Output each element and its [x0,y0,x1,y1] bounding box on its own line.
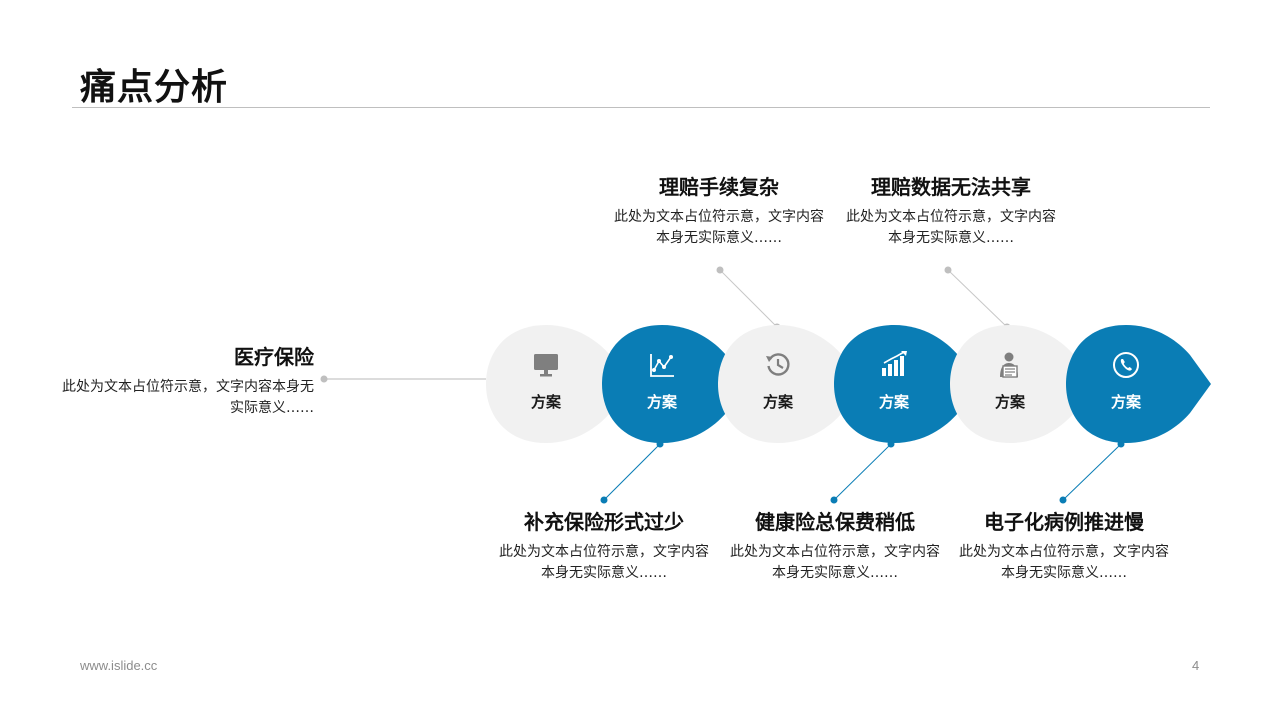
step-label: 方案 [994,393,1025,411]
top-item-heading: 理赔手续复杂 [659,175,779,199]
footer-url[interactable]: www.islide.cc [80,658,158,673]
step-label: 方案 [1110,393,1141,411]
left-item-heading: 医疗保险 [234,345,314,369]
bar-chart-icon [882,351,907,376]
step-2: 方案 [602,325,766,443]
connector-dot [1059,496,1067,504]
phone-icon [1113,352,1139,378]
step-label: 方案 [530,393,561,411]
person-document-icon [1000,352,1018,378]
step-6: 方案 [1066,325,1230,443]
top-item-2: 理赔数据无法共享 此处为文本占位符示意，文字内容本身无实际意义…… [842,173,1060,249]
top-item-desc: 此处为文本占位符示意，文字内容本身无实际意义…… [614,209,824,246]
step-label: 方案 [646,393,677,411]
connector-dot [716,266,724,274]
title-divider [72,107,1210,108]
bottom-item-2: 健康险总保费稍低 此处为文本占位符示意，文字内容本身无实际意义…… [726,508,944,584]
bottom-item-heading: 健康险总保费稍低 [755,510,915,534]
top-item-desc: 此处为文本占位符示意，文字内容本身无实际意义…… [846,209,1056,246]
step-5: 方案 [950,325,1114,443]
connector-dot [944,266,952,274]
step-label: 方案 [762,393,793,411]
connector-dot [600,496,608,504]
step-4: 方案 [834,325,998,443]
bottom-item-heading: 补充保险形式过少 [524,510,684,534]
left-item: 医疗保险 此处为文本占位符示意，文字内容本身无实际意义…… [60,343,314,419]
bottom-item-desc: 此处为文本占位符示意，文字内容本身无实际意义…… [499,544,709,581]
top-item-1: 理赔手续复杂 此处为文本占位符示意，文字内容本身无实际意义…… [610,173,828,249]
bottom-item-desc: 此处为文本占位符示意，文字内容本身无实际意义…… [730,544,940,581]
bottom-item-heading: 电子化病例推进慢 [984,510,1144,534]
monitor-icon [534,354,558,377]
step-1: 方案 [486,325,650,443]
bottom-item-desc: 此处为文本占位符示意，文字内容本身无实际意义…… [959,544,1169,581]
left-item-desc: 此处为文本占位符示意，文字内容本身无实际意义…… [62,379,314,416]
line-chart-icon [650,354,674,377]
connector-dot [830,496,838,504]
page-number: 4 [1192,658,1200,673]
bottom-item-3: 电子化病例推进慢 此处为文本占位符示意，文字内容本身无实际意义…… [955,508,1173,584]
page-title: 痛点分析 [80,67,229,108]
step-label: 方案 [878,393,909,411]
top-item-heading: 理赔数据无法共享 [871,175,1031,199]
bottom-item-1: 补充保险形式过少 此处为文本占位符示意，文字内容本身无实际意义…… [495,508,713,584]
step-3: 方案 [718,325,882,443]
connector-dot [320,375,328,383]
history-icon [766,353,790,376]
